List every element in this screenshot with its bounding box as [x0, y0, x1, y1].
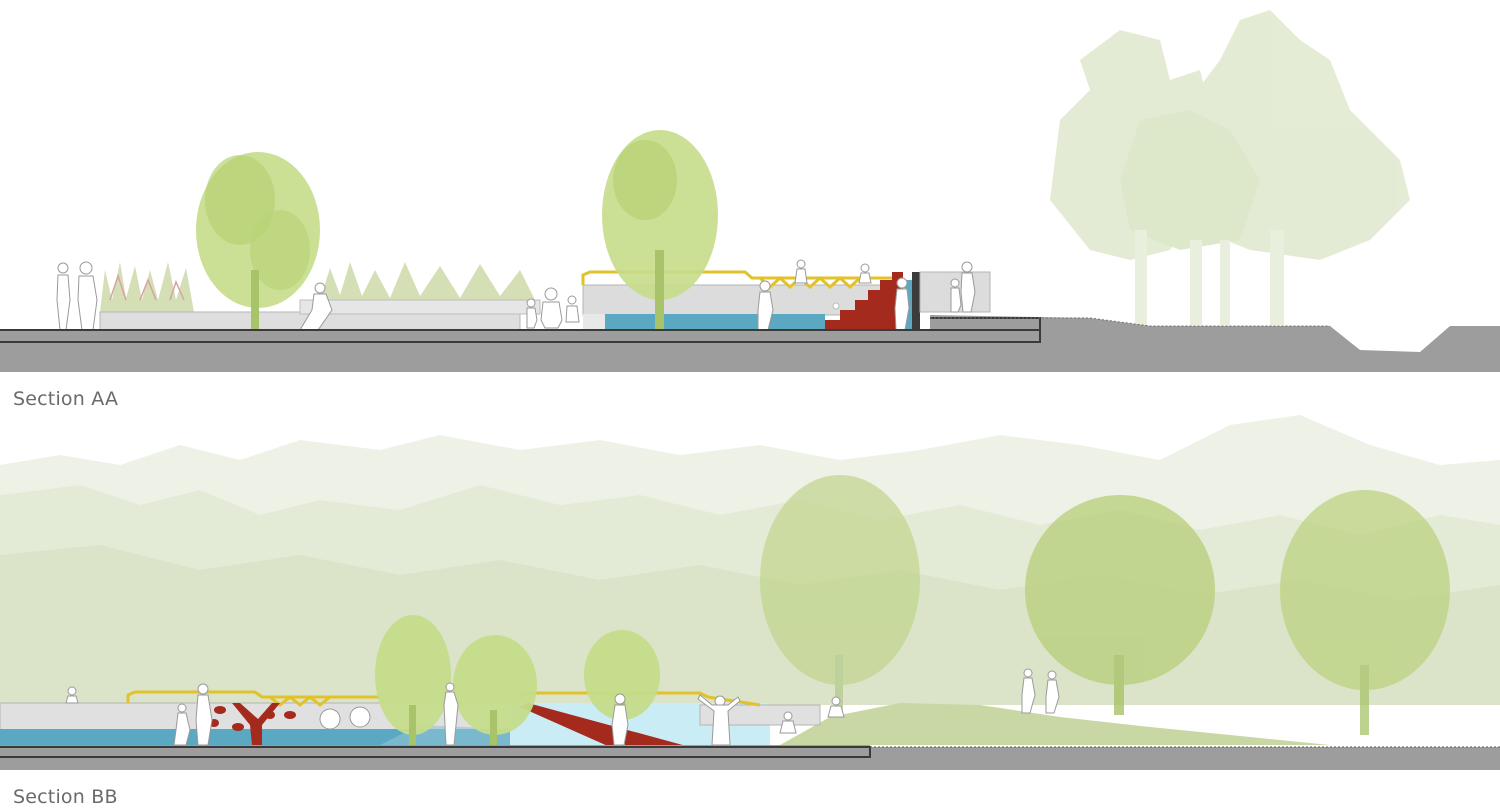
person-icon — [1021, 668, 1036, 714]
person-icon — [894, 277, 910, 331]
section-bb — [0, 405, 1500, 780]
tree-icon — [1280, 490, 1450, 735]
person-icon — [565, 295, 580, 323]
person-icon — [950, 278, 962, 313]
wall-section — [912, 272, 920, 334]
tree-icon — [196, 152, 320, 330]
tree-icon — [453, 635, 537, 745]
person-icon — [697, 694, 741, 746]
bench-wall — [299, 299, 541, 315]
section-bb-drawing — [0, 415, 1500, 770]
person-icon — [960, 261, 976, 313]
background-trees — [1050, 10, 1410, 325]
person-icon — [77, 261, 98, 331]
background-forest — [0, 415, 1500, 705]
person-icon — [56, 262, 71, 331]
grass-mound — [780, 703, 1330, 745]
tree-icon — [760, 475, 920, 715]
ground-section-aa — [0, 315, 1500, 372]
tree-icon — [602, 130, 718, 330]
ornamental-grasses — [100, 262, 535, 312]
red-ramp — [520, 703, 690, 747]
person-icon — [65, 686, 79, 704]
person-icon — [779, 711, 797, 734]
person-icon — [540, 287, 563, 329]
person-icon — [827, 696, 845, 718]
people-group — [56, 259, 976, 331]
porthole — [349, 706, 371, 728]
porthole — [319, 708, 341, 730]
section-bb-caption: Section BB — [13, 786, 118, 808]
person-icon — [1045, 670, 1060, 714]
person-icon — [757, 280, 774, 331]
person-icon — [526, 298, 538, 329]
person-icon — [794, 259, 808, 284]
section-aa-caption: Section AA — [13, 388, 119, 410]
stairs-icon — [825, 272, 903, 330]
tree-icon — [1025, 495, 1215, 715]
person-icon — [611, 693, 629, 746]
tree-icon — [375, 615, 451, 745]
people-group — [65, 668, 1060, 746]
section-aa-drawing — [0, 10, 1500, 372]
person-icon — [858, 263, 872, 284]
water-channel — [605, 314, 825, 330]
section-aa — [0, 0, 1500, 380]
